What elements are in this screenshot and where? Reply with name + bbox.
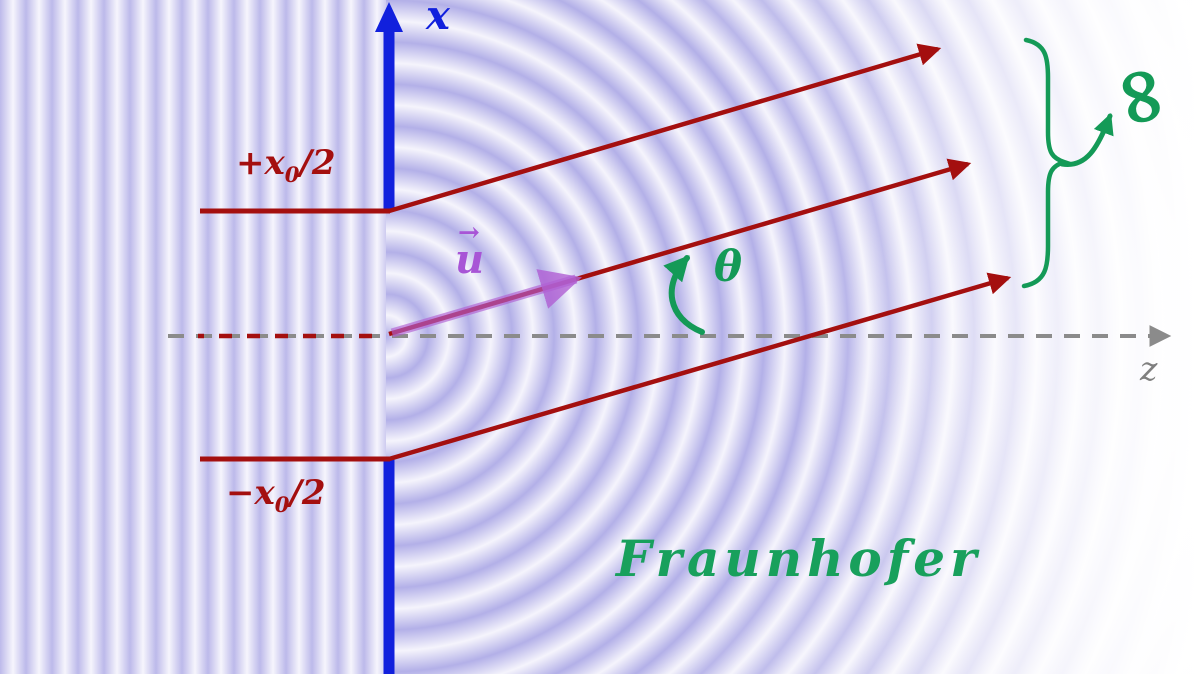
slit-bottom-label-post: /2 — [289, 473, 326, 513]
fraunhofer-caption: Fraunhofer — [616, 529, 982, 588]
theta-angle-arc — [663, 255, 705, 335]
slit-bottom-label-sub: 0 — [274, 491, 290, 517]
u-vector-arrow — [390, 269, 582, 338]
u-vector-label: → u — [455, 220, 484, 280]
slit-top-label-post: /2 — [299, 143, 336, 183]
u-vector-label-text: u — [455, 236, 485, 283]
slit-top-label-sub: 0 — [284, 161, 300, 187]
slit-top-label-pre: +x — [236, 143, 285, 183]
to-infinity-arrow — [1059, 113, 1114, 167]
z-axis-label: z — [1140, 349, 1158, 388]
x-axis-label: x — [426, 0, 450, 39]
diffracted-ray-top — [388, 43, 942, 214]
slit-bottom-label: −x0/2 — [226, 476, 326, 515]
x-axis-arrowhead — [375, 2, 403, 32]
diffracted-ray-bottom — [388, 272, 1012, 462]
slit-top-label: +x0/2 — [236, 146, 336, 185]
slit-bottom-label-pre: −x — [226, 473, 275, 513]
vector-hat-arrow-icon: → — [458, 218, 480, 248]
theta-angle-label: θ — [714, 242, 743, 291]
far-field-brace — [1021, 37, 1072, 289]
